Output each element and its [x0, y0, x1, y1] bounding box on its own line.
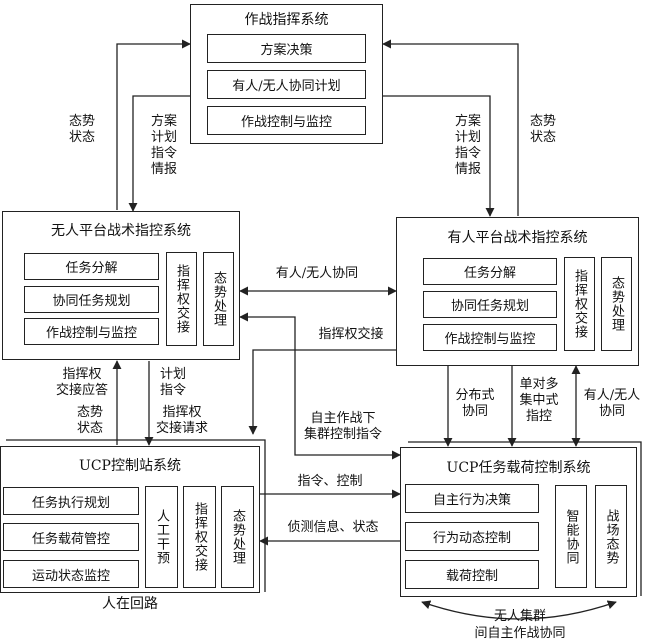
arrow-situation-right — [382, 39, 519, 216]
ucp-payload-side-situation: 战场态势 — [595, 485, 627, 588]
command-system-title: 作战指挥系统 — [244, 12, 329, 28]
manned-side-handover: 指挥权交接 — [564, 257, 595, 351]
ucp-payload-side-coop: 智能协同 — [555, 485, 587, 588]
ucp-payload-item-3: 载荷控制 — [405, 560, 539, 589]
manned-item-2: 协同任务规划 — [423, 291, 557, 318]
label-plan-cmd: 计划 指令 — [159, 367, 186, 398]
label-plan-left: 方案 计划 指令 情报 — [150, 114, 177, 177]
label-recon-info: 侦测信息、状态 — [287, 520, 379, 535]
ucp-payload-item-2: 行为动态控制 — [405, 522, 539, 551]
arrow-plan-left — [128, 95, 190, 212]
label-situation-left: 态势 状态 — [68, 114, 95, 145]
label-single-multi: 单对多 集中式 指控 — [519, 377, 559, 424]
command-item-3: 作战控制与监控 — [207, 106, 366, 135]
ucp-control-item-3: 运动状态监控 — [3, 560, 139, 588]
ucp-control-side-manual: 人工干预 — [145, 486, 178, 588]
ucp-control-item-2: 任务载荷管控 — [3, 523, 139, 551]
arrow-plan-right — [383, 95, 495, 217]
unmanned-platform-title: 无人平台战术指控系统 — [51, 223, 191, 239]
ucp-control-item-1: 任务执行规划 — [3, 487, 139, 515]
unmanned-item-2: 协同任务规划 — [24, 286, 159, 313]
unmanned-item-1: 任务分解 — [24, 253, 159, 280]
ucp-control-caption: 人在回路 — [102, 596, 158, 612]
manned-side-situation: 态势处理 — [601, 257, 632, 351]
label-plan-right: 方案 计划 指令 情报 — [454, 114, 481, 177]
manned-platform-title: 有人平台战术指控系统 — [447, 230, 588, 246]
label-manned-unmanned-mid: 有人/无人协同 — [275, 266, 359, 281]
label-situation-right: 态势 状态 — [529, 114, 556, 145]
unmanned-side-situation: 态势处理 — [203, 252, 234, 346]
ucp-payload-caption: 无人集群 间自主作战协同 — [474, 609, 566, 641]
label-authority-handover: 指挥权交接 — [318, 327, 384, 342]
label-cmd-control: 指令、控制 — [297, 474, 363, 489]
unmanned-item-3: 作战控制与监控 — [24, 318, 159, 345]
label-autonomous-cluster: 自主作战下 集群控制指令 — [303, 411, 382, 442]
label-handover-request: 指挥权 交接请求 — [155, 405, 208, 436]
arrow-situation-left — [116, 39, 191, 210]
ucp-payload-item-1: 自主行为决策 — [405, 484, 539, 513]
arrow-cluster-cooperation — [421, 600, 617, 620]
command-item-1: 方案决策 — [207, 34, 366, 63]
command-item-2: 有人/无人协同计划 — [207, 70, 366, 99]
arrow-autonomous-cluster — [239, 312, 401, 460]
label-situation-left2: 态势 状态 — [76, 405, 103, 436]
ucp-control-title: UCP控制站系统 — [79, 458, 181, 474]
manned-item-1: 任务分解 — [423, 258, 557, 285]
ucp-payload-shadow — [408, 441, 642, 596]
ucp-control-side-handover: 指挥权交接 — [183, 486, 216, 588]
label-handover-reply: 指挥权 交接应答 — [55, 367, 108, 398]
label-manned-unmanned-right: 有人/无人 协同 — [583, 388, 641, 419]
ucp-payload-title: UCP任务载荷控制系统 — [446, 460, 591, 476]
manned-item-3: 作战控制与监控 — [423, 324, 557, 351]
label-distributed: 分布式 协同 — [455, 388, 495, 419]
ucp-control-side-situation: 态势处理 — [221, 486, 254, 588]
unmanned-side-handover: 指挥权交接 — [166, 252, 197, 346]
